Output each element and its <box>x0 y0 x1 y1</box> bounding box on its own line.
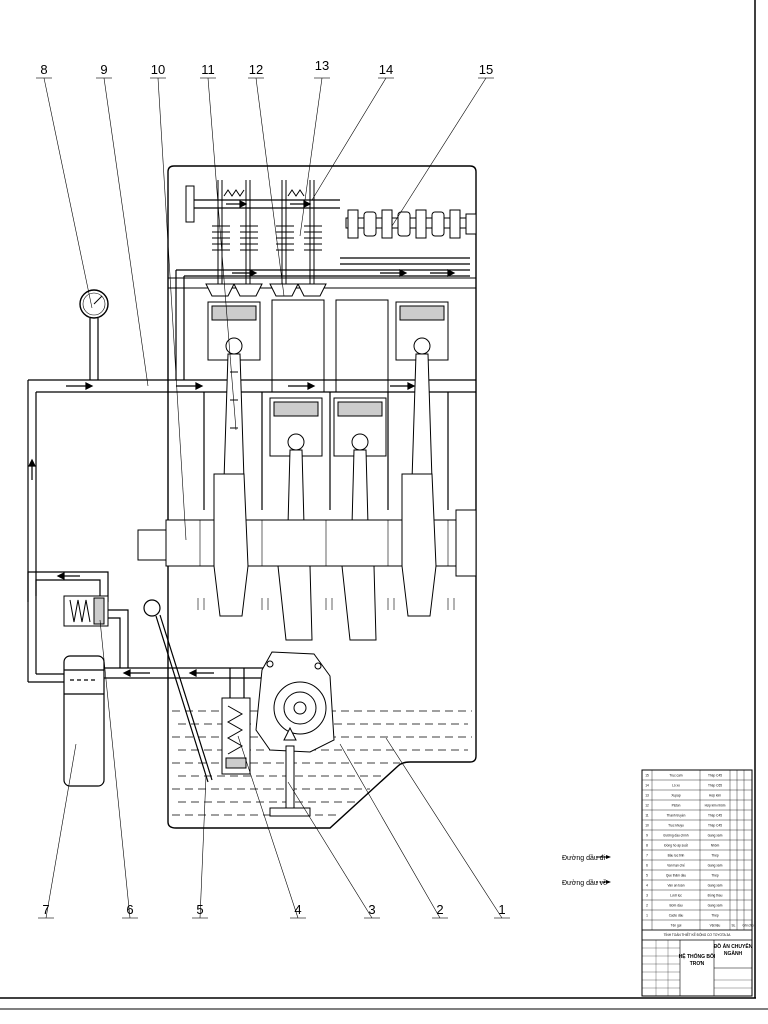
part-material: Thép C45 <box>708 824 722 828</box>
project-type-line2: NGÀNH <box>724 950 743 957</box>
part-number: 12 <box>645 804 649 808</box>
callout-10: 10 <box>151 62 165 77</box>
part-name: Van an toàn <box>668 884 685 888</box>
part-name: Trục cam <box>669 774 683 778</box>
part-name: Van hạn chế <box>667 864 685 868</box>
part-name: Thanh truyền <box>667 814 686 818</box>
part-number: 9 <box>646 834 648 838</box>
part-material: Nhôm <box>711 844 720 848</box>
callout-4: 4 <box>294 902 301 917</box>
part-material: Gang xám <box>708 864 723 868</box>
callout-9: 9 <box>100 62 107 77</box>
drawing-name-line1: HỆ THỐNG BÔI <box>679 952 716 960</box>
legend-supply-label: Đường dầu đi <box>562 853 606 862</box>
part-number: 14 <box>645 784 649 788</box>
part-number: 7 <box>646 854 648 858</box>
part-material: Thép <box>711 874 718 878</box>
part-name: Đường dầu chính <box>664 834 689 838</box>
callout-6: 6 <box>126 902 133 917</box>
callout-15: 15 <box>479 62 493 77</box>
project-type-line1: ĐỒ ÁN CHUYÊN <box>714 942 753 950</box>
part-number: 10 <box>645 824 649 828</box>
header-name: Tên gọi <box>671 924 682 928</box>
part-material: Thép C65 <box>708 784 722 788</box>
part-name: Que thăm dầu <box>666 874 686 878</box>
piston-assembly <box>395 301 449 481</box>
part-number: 6 <box>646 864 648 868</box>
part-material: Hợp kim nhôm <box>705 804 726 808</box>
valve-unit <box>233 180 263 297</box>
part-name: Piston <box>672 804 681 808</box>
part-number: 2 <box>646 904 648 908</box>
callout-numbers-top: 8 9 10 11 12 13 14 15 <box>40 58 493 77</box>
oil-pump <box>255 651 335 753</box>
header-note: Ghi chú <box>743 924 754 928</box>
header-material: Vật liệu <box>710 924 721 928</box>
part-material: Gang xám <box>708 904 723 908</box>
part-number: 15 <box>645 774 649 778</box>
callout-5: 5 <box>196 902 203 917</box>
leader-lines <box>36 77 510 919</box>
callout-13: 13 <box>315 58 329 73</box>
part-name: Trục khuỷu <box>668 824 684 828</box>
legend: Đường dầu đi Đường dầu về <box>562 853 611 887</box>
part-material: Thép <box>711 914 718 918</box>
part-name: Lưới lọc <box>670 894 682 898</box>
part-material: Thép C45 <box>708 814 722 818</box>
title-project: TÍNH TOÁN THIẾT KẾ ĐỘNG CƠ TOYOTA 3A <box>664 932 732 937</box>
callout-7: 7 <box>42 902 49 917</box>
part-material: Gang xám <box>708 884 723 888</box>
camshaft <box>345 209 477 239</box>
part-number: 5 <box>646 874 648 878</box>
safety-valve <box>221 697 251 775</box>
part-number: 3 <box>646 894 648 898</box>
part-number: 1 <box>646 914 648 918</box>
pressure-gauge <box>79 289 109 319</box>
part-number: 4 <box>646 884 648 888</box>
part-material: Thép C45 <box>708 774 722 778</box>
legend-return-label: Đường dầu về <box>562 878 607 887</box>
callout-1: 1 <box>498 902 505 917</box>
oil-strainer <box>269 726 311 817</box>
dipstick <box>143 599 213 783</box>
callout-14: 14 <box>379 62 393 77</box>
part-material: Thép <box>711 854 718 858</box>
part-number: 8 <box>646 844 648 848</box>
valve-unit <box>205 180 235 297</box>
part-number: 11 <box>645 814 649 818</box>
piston-assembly <box>207 301 261 481</box>
part-name: Đồng hồ áp suất <box>664 844 688 848</box>
limit-valve <box>63 595 109 627</box>
part-name: Xupap <box>671 794 680 798</box>
part-name: Cacte dầu <box>669 914 684 918</box>
part-material: Gang xám <box>708 834 723 838</box>
part-name: Lò xo <box>672 784 680 788</box>
valve-unit <box>269 180 299 297</box>
crankshaft <box>137 473 477 641</box>
part-name: Bơm dầu <box>669 904 682 908</box>
oil-filter <box>63 655 105 787</box>
piston-assembly <box>269 397 323 601</box>
valve-unit <box>297 180 327 297</box>
part-number: 13 <box>645 794 649 798</box>
callout-3: 3 <box>368 902 375 917</box>
oil-pipes <box>27 199 476 700</box>
callout-11: 11 <box>201 62 215 77</box>
drawing-name-line2: TRƠN <box>690 961 705 967</box>
valve-train <box>185 180 327 297</box>
part-material: Đồng thau <box>708 894 723 898</box>
callout-2: 2 <box>436 902 443 917</box>
part-name: Bầu lọc tinh <box>668 854 685 858</box>
callout-8: 8 <box>40 62 47 77</box>
callout-12: 12 <box>249 62 263 77</box>
cylinder-wall <box>271 299 389 393</box>
callout-numbers-bottom: 7 6 5 4 3 2 1 <box>42 902 505 917</box>
header-qty: SL <box>732 924 736 928</box>
part-material: Hợp kim <box>709 794 721 798</box>
